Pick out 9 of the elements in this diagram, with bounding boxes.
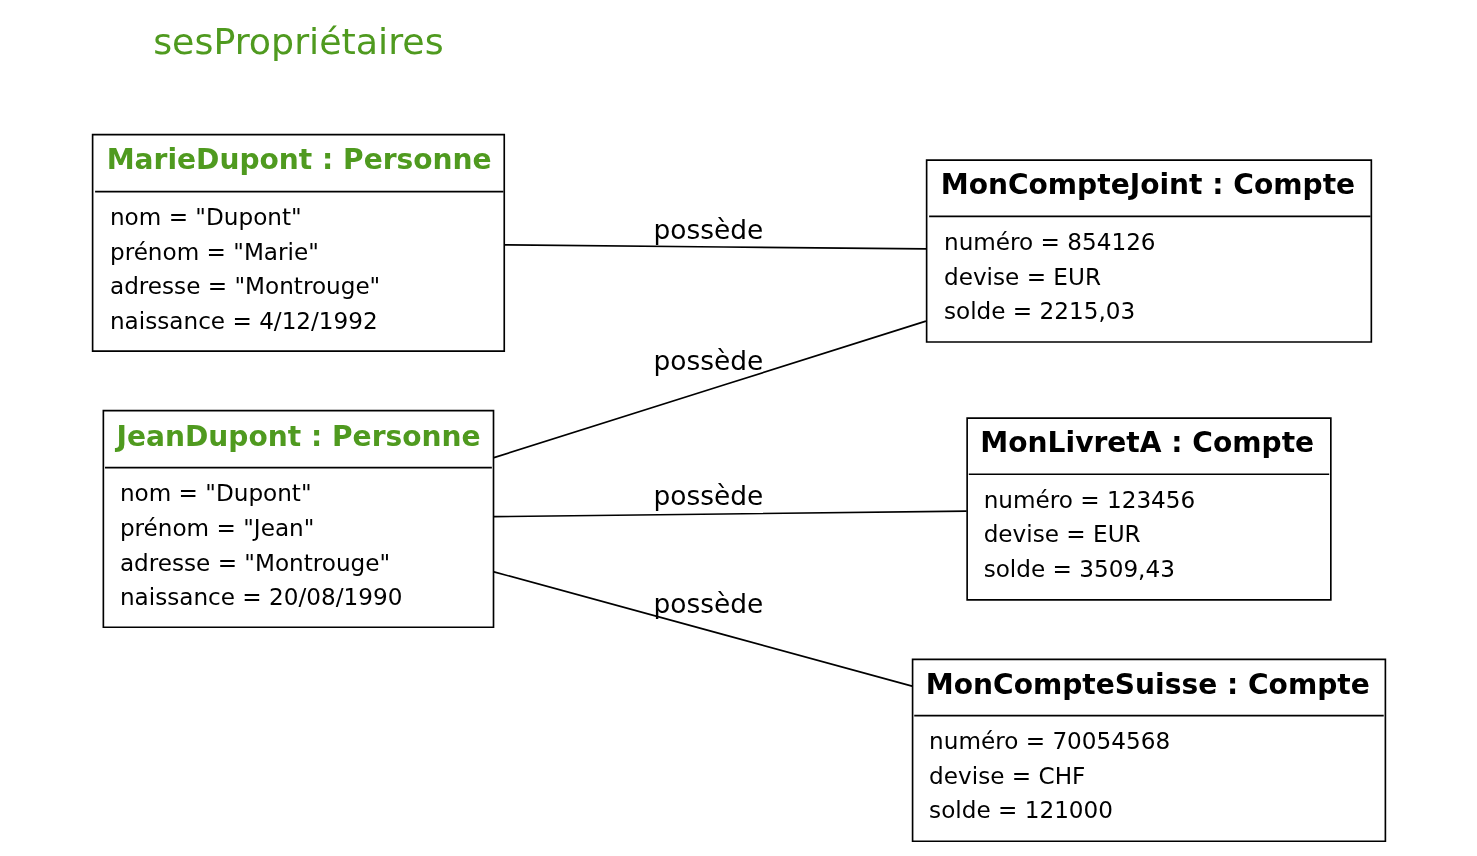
edge-label: possède (653, 587, 763, 619)
connector (492, 571, 913, 687)
connector (492, 320, 927, 459)
edge-label: possède (653, 214, 763, 246)
edge-label: possède (653, 480, 763, 512)
connector (503, 244, 927, 250)
connector (492, 510, 967, 518)
edge-label: possède (653, 344, 763, 376)
label: sesPropriétaires (152, 19, 444, 63)
